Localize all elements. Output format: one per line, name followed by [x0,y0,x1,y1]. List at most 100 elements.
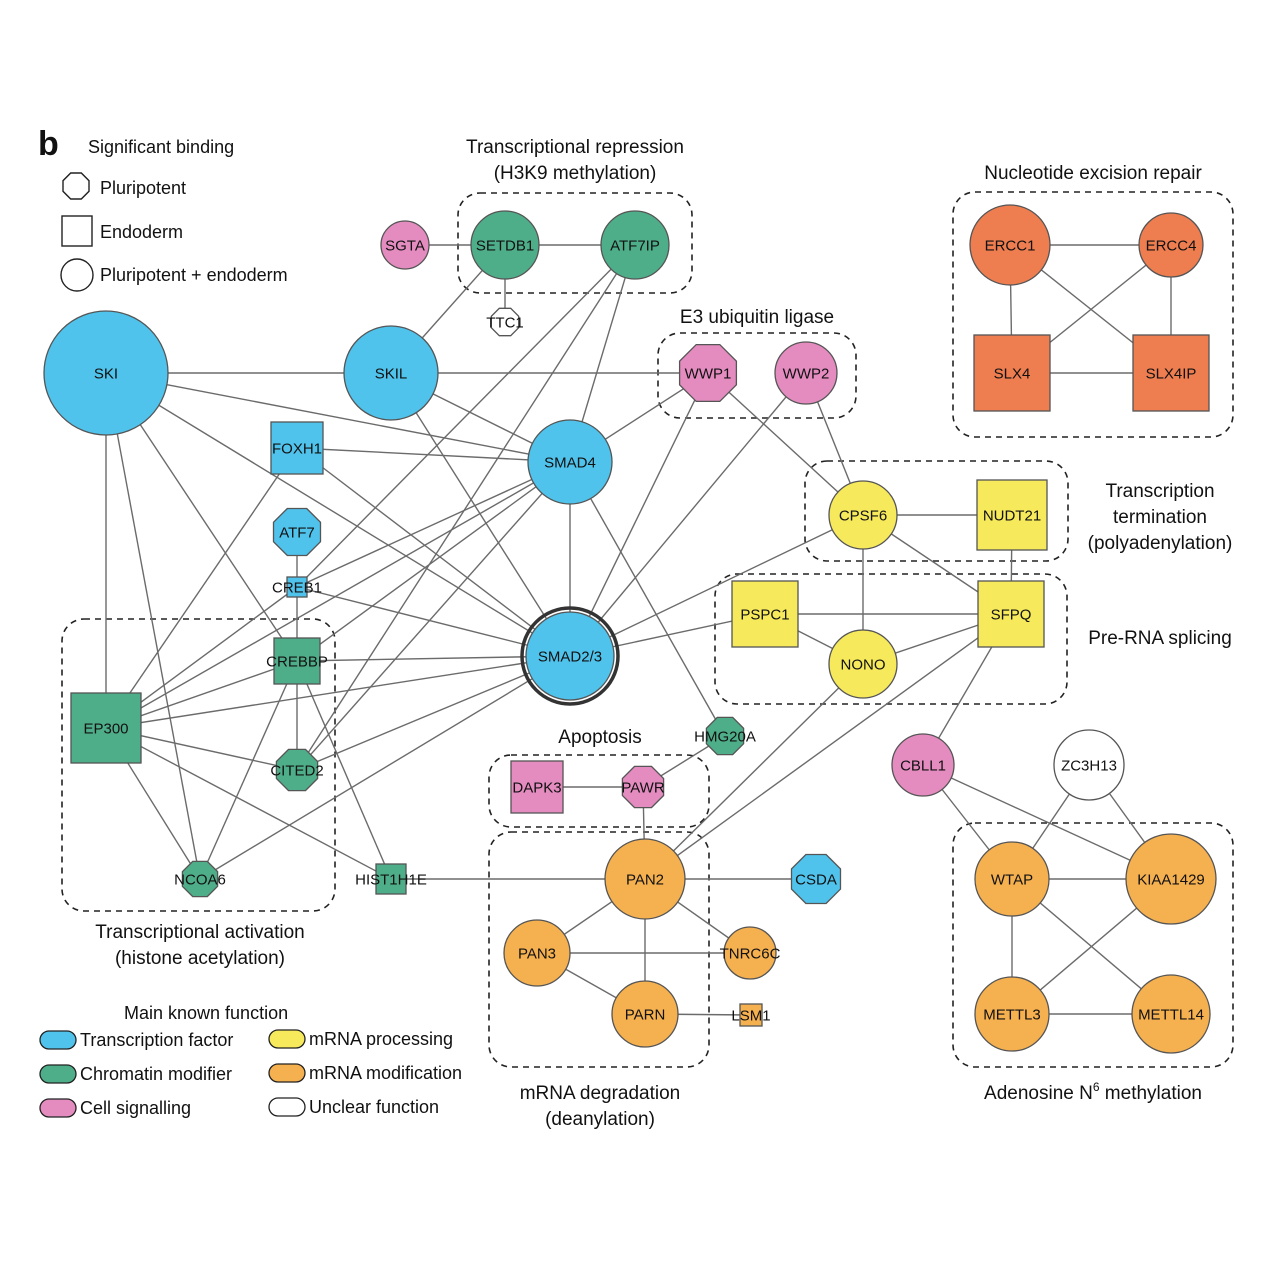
edge-wwp1-smad23 [569,372,709,657]
group-label-repression: Transcriptional repression(H3K9 methylat… [466,137,684,184]
node-wtap: WTAP [974,841,1050,917]
node-ercc1-shape [969,204,1051,286]
node-mettl14-shape [1131,974,1211,1054]
node-pspc1: PSPC1 [731,580,799,648]
node-foxh1: FOXH1 [270,421,324,475]
legend-binding-title: Significant binding [88,137,234,157]
node-cpsf6: CPSF6 [828,480,898,550]
node-creb1-shape [286,576,308,598]
node-ercc4: ERCC4 [1138,212,1204,278]
node-smad23-label: SMAD2/3 [538,649,602,666]
node-cbll1-label: CBLL1 [900,758,946,775]
node-parn: PARN [611,980,679,1048]
edge-crebbp-ncoa6 [199,660,298,880]
edge-smad4-creb1 [296,461,571,588]
node-smad23-ring [520,606,620,706]
node-csda-shape [790,853,842,905]
node-skil-label: SKIL [375,366,408,383]
edge-smad4-crebbp [296,461,571,662]
legend-binding-pluripotent: Pluripotent [100,178,186,198]
group-label-degradation: mRNA degradation(deanylation) [520,1083,681,1130]
edge-atf7ip-creb1 [296,244,636,588]
edge-smad23-cpsf6 [569,514,864,657]
group-boxes-layer [61,191,1234,1068]
node-ncoa6: NCOA6 [174,860,226,898]
node-pspc1-label: PSPC1 [740,607,789,624]
node-smad4-label: SMAD4 [544,455,596,472]
edge-ep300-smad23 [105,655,571,729]
edge-ski-smad23 [105,372,571,657]
legend-circle-icon [60,258,94,292]
node-nudt21-shape [976,479,1048,551]
node-hmg20a: HMG20A [694,716,756,756]
node-sfpq: SFPQ [977,580,1045,648]
legend-label-mrna-mod: mRNA modification [309,1063,462,1083]
node-zc3h13: ZC3H13 [1053,729,1125,801]
edge-nono-pan2 [644,663,864,880]
node-nudt21: NUDT21 [976,479,1048,551]
node-cpsf6-label: CPSF6 [839,508,887,525]
group-label-m6a: Adenosine N6 methylation [984,1080,1202,1104]
node-ep300-label: EP300 [83,721,128,738]
node-slx4-shape [973,334,1051,412]
node-creb1: CREB1 [272,576,322,598]
legend-swatch-tf [39,1030,77,1050]
edge-wwp2-smad23 [569,372,807,657]
node-pan3: PAN3 [503,919,571,987]
node-slx4ip-label: SLX4IP [1146,366,1197,383]
node-skil-shape [343,325,439,421]
node-atf7: ATF7 [272,507,322,557]
node-wwp1-label: WWP1 [685,366,732,383]
edge-skil-smad23 [390,372,571,657]
legend-label-unclear: Unclear function [309,1097,439,1117]
node-crebbp-shape [273,637,321,685]
node-wtap-shape [974,841,1050,917]
node-sgta-shape [380,220,430,270]
legend-function: Main known function Transcription factor… [39,1003,462,1118]
node-hist1h1e-shape [375,863,407,895]
node-pan2-label: PAN2 [626,872,664,889]
node-kiaa1429-shape [1125,833,1217,925]
node-hmg20a-label: HMG20A [694,729,756,746]
legend-label-chromatin: Chromatin modifier [80,1064,232,1084]
node-slx4ip-shape [1132,334,1210,412]
node-ski: SKI [43,310,169,436]
node-ep300-shape [70,692,142,764]
edge-atf7ip-cited2 [296,244,636,771]
node-hist1h1e: HIST1H1E [355,863,427,895]
edge-ski-ncoa6 [105,372,201,880]
node-atf7ip: ATF7IP [600,210,670,280]
group-label-ner: Nucleotide excision repair [984,163,1202,184]
legend-function-title: Main known function [124,1003,288,1023]
legend-swatch-chromatin [39,1064,77,1084]
node-mettl3-shape [974,976,1050,1052]
node-skil: SKIL [343,325,439,421]
edge-crebbp-hist1h1e [296,660,392,880]
node-slx4: SLX4 [973,334,1051,412]
node-atf7-label: ATF7 [279,525,315,542]
node-kiaa1429: KIAA1429 [1125,833,1217,925]
node-pawr: PAWR [621,765,665,809]
node-wwp1: WWP1 [678,343,738,403]
node-crebbp-label: CREBBP [266,654,328,671]
group-label-splicing: Pre-RNA splicing [1088,628,1232,649]
edge-smad4-cited2 [296,461,571,771]
node-cbll1: CBLL1 [891,733,955,797]
node-pan3-label: PAN3 [518,946,556,963]
node-dapk3-label: DAPK3 [512,780,561,797]
group-label-activation: Transcriptional activation(histone acety… [95,922,304,969]
edge-smad4-hmg20a [569,461,726,737]
legend-binding: Significant binding Pluripotent Endoderm… [60,137,288,292]
node-cpsf6-shape [828,480,898,550]
edge-crebbp-smad23 [296,655,571,662]
group-box-degradation [488,831,710,1068]
node-ttc1-shape [490,307,520,337]
node-tnrc6c-label: TNRC6C [720,946,781,963]
node-pspc1-shape [731,580,799,648]
node-atf7-shape [272,507,322,557]
node-mettl3: METTL3 [974,976,1050,1052]
edge-sfpq-pan2 [644,613,1012,880]
node-ercc4-label: ERCC4 [1146,238,1197,255]
